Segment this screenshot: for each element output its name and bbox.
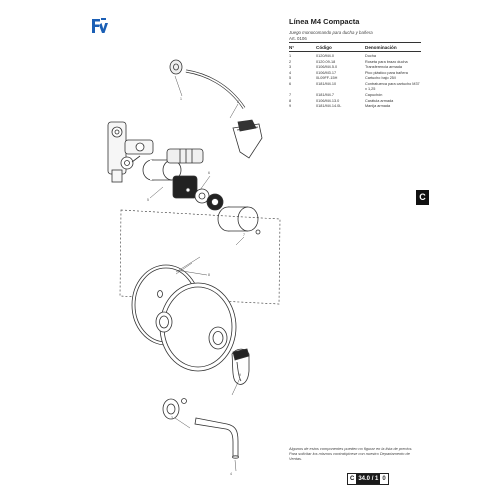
section-marker: C <box>416 190 429 205</box>
footnote: Algunos de estos componentes pueden no f… <box>289 446 413 461</box>
row-number: 4 <box>289 70 292 75</box>
callout-numbers: 1 2 5 6 7 8 9 3 4 <box>147 97 245 476</box>
col-code-header: Código <box>316 44 332 50</box>
badge-revision: 0 <box>380 474 388 484</box>
table-row: 4 0106/M3.17 Pico plástico para bañera <box>289 71 421 77</box>
table-row: 2 0120.09-18 Roseta para brazo ducha <box>289 60 421 66</box>
row-desc: Roseta para brazo ducha <box>365 59 408 64</box>
row-number: 5 <box>289 76 292 81</box>
table-header-rule <box>289 51 421 52</box>
page-subtitle: Juego monocomando para ducha y bañera <box>289 30 373 35</box>
table-header: N° Código Denominación <box>289 43 421 51</box>
row-desc: Contratuerca para cartucho M37 x 1,25 <box>365 81 420 92</box>
table-row: 3 0106/M4.5.0 Transferencia armada <box>289 65 421 71</box>
table-row: 6 0181/M4.10 Contratuerca para cartucho … <box>289 82 421 93</box>
page-badge: C 34.0 / 1 0 <box>347 473 389 485</box>
row-desc: Pico plástico para bañera <box>365 70 408 75</box>
escutcheon-assembly <box>131 264 250 385</box>
callout-number: 4 <box>230 472 232 476</box>
table-row: 7 0181/M4.7 Capuchón <box>289 93 421 99</box>
badge-section: C <box>348 474 357 484</box>
row-desc: Carátula armada <box>365 98 394 103</box>
row-code: 0106/M3.17 <box>316 70 337 75</box>
table-row: 5 0L09FF-15H Cartucho bajo 25/l <box>289 76 421 82</box>
row-number: 9 <box>289 104 292 109</box>
row-desc: Manija armada <box>365 104 391 109</box>
row-number: 8 <box>289 98 292 103</box>
row-code: 0181/M4.10 <box>316 81 337 86</box>
callout-number: 7 <box>243 233 245 237</box>
row-desc: Transferencia armada <box>365 65 403 70</box>
row-code: 0106/M4.13.0 <box>316 98 340 103</box>
table-row: 8 0106/M4.13.0 Carátula armada <box>289 99 421 105</box>
spout-assembly <box>162 398 239 459</box>
page-title: Línea M4 Compacta <box>289 17 360 26</box>
col-number-header: N° <box>289 44 295 50</box>
row-number: 6 <box>289 81 292 86</box>
row-number: 7 <box>289 92 292 97</box>
row-code: 0181/M4.7 <box>316 92 334 97</box>
row-code: 0106/M4.5.0 <box>316 65 338 70</box>
table-row: 1 0120/M4.0 Ducha <box>289 54 421 60</box>
badge-page-number: 34.0 / 1 <box>356 474 381 484</box>
shower-assembly <box>169 59 263 159</box>
parts-table: N° Código Denominación 1 0120/M4.0 Ducha… <box>289 42 421 110</box>
table-top-rule <box>289 42 421 43</box>
callout-number: 5 <box>147 198 149 202</box>
callout-number: 8 <box>208 273 210 277</box>
valve-body <box>107 121 154 183</box>
row-code: 0L09FF-15H <box>316 76 338 81</box>
callout-number: 9 <box>239 373 241 377</box>
callout-number: 2 <box>237 100 239 104</box>
table-row: 9 0181/M4.14.0L Manija armada <box>289 104 421 110</box>
row-desc: Cartucho bajo 25/l <box>365 76 396 81</box>
row-desc: Capuchón <box>365 92 383 97</box>
row-number: 3 <box>289 65 292 70</box>
row-code: 0181/M4.14.0L <box>316 104 342 109</box>
row-code: 0120.09-18 <box>316 59 336 64</box>
callout-number: 3 <box>171 416 173 420</box>
callout-number: 1 <box>180 97 182 101</box>
col-desc-header: Denominación <box>365 44 397 50</box>
row-number: 1 <box>289 54 292 58</box>
callout-number: 6 <box>208 171 210 175</box>
row-code: 0120/M4.0 <box>316 54 334 58</box>
callouts <box>149 75 245 472</box>
row-number: 2 <box>289 59 292 64</box>
row-desc: Ducha <box>365 54 376 58</box>
fv-logo <box>92 18 108 33</box>
article-number: Art. 0106 <box>289 36 307 41</box>
mounting-outline <box>119 209 281 305</box>
cartridge-parts <box>142 148 261 235</box>
